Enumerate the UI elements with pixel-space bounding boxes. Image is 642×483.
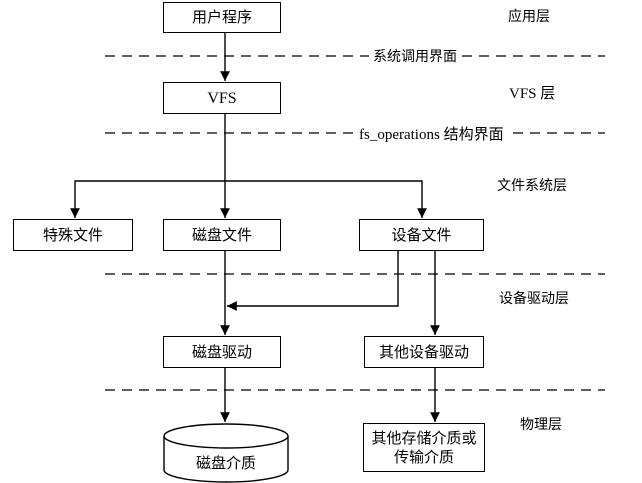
device-driver-layer-label: 设备驱动层 [499, 291, 569, 307]
special-file-box: 特殊文件 [13, 219, 133, 251]
physical-layer-label: 物理层 [520, 417, 562, 433]
other-device-driver-box: 其他设备驱动 [364, 336, 484, 368]
other-storage-label-line1: 其他存储介质或 [371, 428, 477, 447]
disk-medium-cylinder [163, 423, 289, 483]
filesystem-layer-label: 文件系统层 [497, 178, 567, 194]
other-device-driver-label: 其他设备驱动 [378, 342, 469, 361]
application-layer-label: 应用层 [508, 9, 550, 25]
disk-medium-label: 磁盘介质 [195, 454, 256, 472]
other-storage-label-line2: 传输介质 [393, 447, 454, 466]
fs-operations-interface-label: fs_operations 结构界面 [355, 123, 508, 144]
arrow-branch-device-file [225, 180, 427, 218]
vfs-layer-label: VFS 层 [509, 86, 556, 102]
arrow-branch-special-file [70, 180, 225, 218]
device-file-box: 设备文件 [359, 219, 484, 251]
syscall-interface-label: 系统调用界面 [369, 46, 461, 66]
disk-file-box: 磁盘文件 [163, 219, 281, 251]
other-storage-box: 其他存储介质或 传输介质 [363, 423, 485, 472]
user-program-label: 用户程序 [191, 8, 252, 26]
vfs-label: VFS [207, 89, 237, 107]
device-file-label: 设备文件 [391, 225, 452, 244]
vfs-box: VFS [163, 82, 281, 114]
disk-file-label: 磁盘文件 [191, 225, 252, 244]
disk-driver-box: 磁盘驱动 [163, 336, 281, 368]
special-file-label: 特殊文件 [42, 225, 103, 244]
disk-driver-label: 磁盘驱动 [191, 342, 252, 361]
user-program-box: 用户程序 [163, 2, 281, 33]
arrow-device-file-to-disk-path [227, 251, 399, 311]
